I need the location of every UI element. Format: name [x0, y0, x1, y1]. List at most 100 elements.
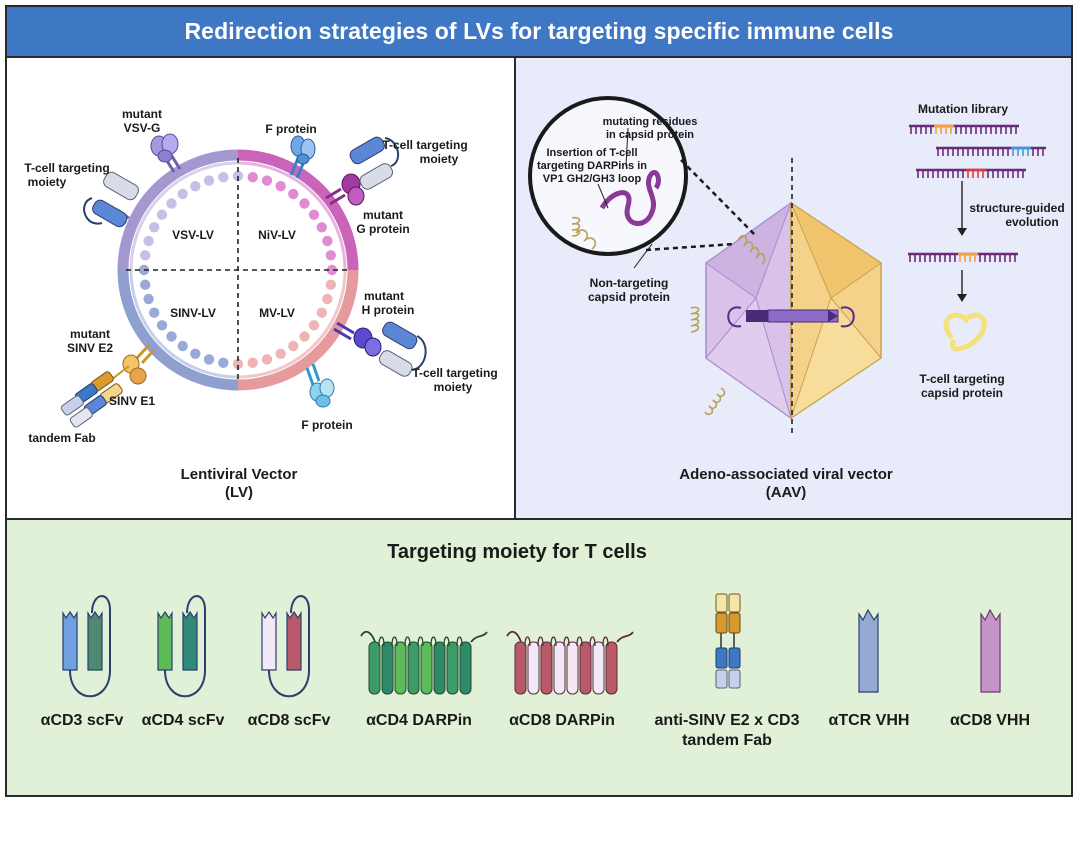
quadrant-vsv-lv: VSV-LV — [172, 228, 214, 242]
label-mutation-library: Mutation library — [918, 102, 1008, 116]
label-tandem-fab: tandem Fab — [28, 431, 95, 445]
label-tandem-fab-line2: tandem Fab — [682, 732, 772, 749]
pointer-nontargeting — [633, 243, 653, 269]
pointer-insertion — [597, 183, 609, 209]
figure-title: Redirection strategies of LVs for target… — [184, 18, 894, 44]
label-mutant-h-line1: mutant — [364, 289, 404, 303]
lv-bead — [326, 264, 338, 276]
label-mutant-sinv-line1: mutant — [70, 327, 110, 341]
evolved-sequence — [908, 252, 1018, 262]
lv-bead — [261, 354, 273, 365]
label-structure-line1: structure-guided — [969, 201, 1064, 215]
mutant-h-protein — [333, 321, 427, 377]
lv-bead — [325, 250, 336, 261]
acd8-vhh-icon — [980, 608, 1001, 693]
lv-bead — [143, 293, 154, 305]
acd8-darpin-icon — [506, 630, 634, 695]
label-mutant-vsvg-line1: mutant — [122, 107, 162, 121]
mutant-vsvg-protein — [150, 133, 182, 173]
lv-bead — [177, 340, 188, 352]
lv-bead — [299, 198, 310, 209]
acd4-darpin-icon — [360, 630, 488, 695]
label-insertion-line1: Insertion of T-cell — [546, 147, 637, 159]
lv-bead — [149, 307, 160, 318]
label-tandem-fab-line1: anti-SINV E2 x CD3 — [655, 712, 800, 729]
lv-inner-beads — [138, 170, 338, 370]
acd4-scfv-icon — [157, 595, 206, 698]
aav-capsid — [705, 158, 882, 433]
lv-bead — [140, 250, 151, 261]
label-mutant-g-line1: mutant — [363, 208, 403, 222]
lv-caption-line2: (LV) — [225, 484, 253, 501]
zoom-line-upper — [680, 159, 757, 237]
lv-bead — [288, 340, 299, 352]
lv-bead — [149, 222, 160, 233]
lv-bead — [156, 209, 168, 220]
label-atcr-vhh: αTCR VHH — [829, 712, 910, 729]
label-tcell-topright-line2: moiety — [420, 152, 459, 166]
label-mutating-line1: mutating residues — [603, 116, 698, 128]
lentiviral-diagram: VSV-LV NiV-LV SINV-LV MV-LV mutant VSV-G… — [24, 107, 497, 501]
moiety-heading: Targeting moiety for T cells — [387, 541, 647, 563]
capsid-darpin-coils — [690, 235, 766, 416]
label-insertion-line3: VP1 GH2/GH3 loop — [543, 173, 642, 185]
lv-bead — [166, 198, 177, 209]
zoom-darpin-protein — [571, 170, 661, 250]
f-protein-top — [289, 135, 316, 179]
label-acd8-scfv: αCD8 scFv — [248, 712, 331, 729]
quadrant-sinv-lv: SINV-LV — [170, 306, 216, 320]
label-mutant-g-line2: G protein — [356, 222, 409, 236]
label-tcell-left-line1: T-cell targeting — [24, 161, 109, 175]
lv-bead — [203, 354, 215, 365]
lv-bead — [322, 293, 333, 305]
zoom-line-lower — [645, 242, 735, 252]
lv-bead — [140, 279, 151, 290]
label-insertion-line2: targeting DARPins in — [537, 160, 647, 172]
aav-genome-cassette — [727, 306, 855, 328]
sinv-envelope-proteins — [60, 343, 156, 428]
lv-bead — [218, 172, 229, 183]
label-f-protein-bottom: F protein — [301, 418, 352, 432]
acd3-scfv-icon — [62, 595, 111, 698]
lv-bead — [203, 175, 215, 186]
arrow-selection-head — [957, 294, 967, 302]
aav-caption-line1: Adeno-associated viral vector — [679, 466, 893, 483]
tcell-moiety-left — [83, 171, 139, 228]
label-acd4-darpin: αCD4 DARPin — [366, 712, 472, 729]
lv-bead — [316, 222, 327, 233]
lentiviral-panel: VSV-LV NiV-LV SINV-LV MV-LV mutant VSV-G… — [5, 56, 516, 520]
moiety-diagram: Targeting moiety for T cells — [41, 541, 1030, 749]
lv-bead — [288, 188, 299, 200]
label-acd3-scfv: αCD3 scFv — [41, 712, 124, 729]
lv-bead — [247, 172, 258, 183]
label-acd8-vhh: αCD8 VHH — [950, 712, 1030, 729]
quadrant-mv-lv: MV-LV — [259, 306, 295, 320]
label-acd8-darpin: αCD8 DARPin — [509, 712, 615, 729]
targeting-moiety-panel: Targeting moiety for T cells — [5, 518, 1073, 797]
lv-bead — [143, 235, 154, 247]
lv-bead — [322, 235, 333, 247]
label-tcell-capsid-line2: capsid protein — [921, 386, 1003, 400]
label-acd4-scfv: αCD4 scFv — [142, 712, 225, 729]
arrow-evolution-head — [957, 228, 967, 236]
label-mutant-h-line2: H protein — [362, 303, 415, 317]
label-tcell-botright-line2: moiety — [434, 380, 473, 394]
quadrant-niv-lv: NiV-LV — [258, 228, 296, 242]
lv-bead — [156, 320, 168, 331]
label-nontargeting-line2: capsid protein — [588, 290, 670, 304]
label-tcell-topright-line1: T-cell targeting — [382, 138, 467, 152]
label-tcell-capsid-line1: T-cell targeting — [919, 372, 1004, 386]
lv-bead — [308, 320, 320, 331]
tcell-capsid-protein — [943, 312, 987, 352]
label-nontargeting-line1: Non-targeting — [590, 276, 669, 290]
mutant-g-protein — [325, 136, 400, 206]
f-protein-bottom — [305, 363, 335, 408]
lv-bead — [232, 358, 244, 370]
lv-bead — [316, 307, 327, 318]
lv-bead — [190, 181, 201, 192]
aav-panel: mutating residues in capsid protein Inse… — [514, 56, 1073, 520]
lv-bead — [190, 348, 201, 359]
label-f-protein-top: F protein — [265, 122, 316, 136]
atcr-vhh-icon — [858, 608, 879, 693]
lv-bead — [261, 175, 273, 186]
